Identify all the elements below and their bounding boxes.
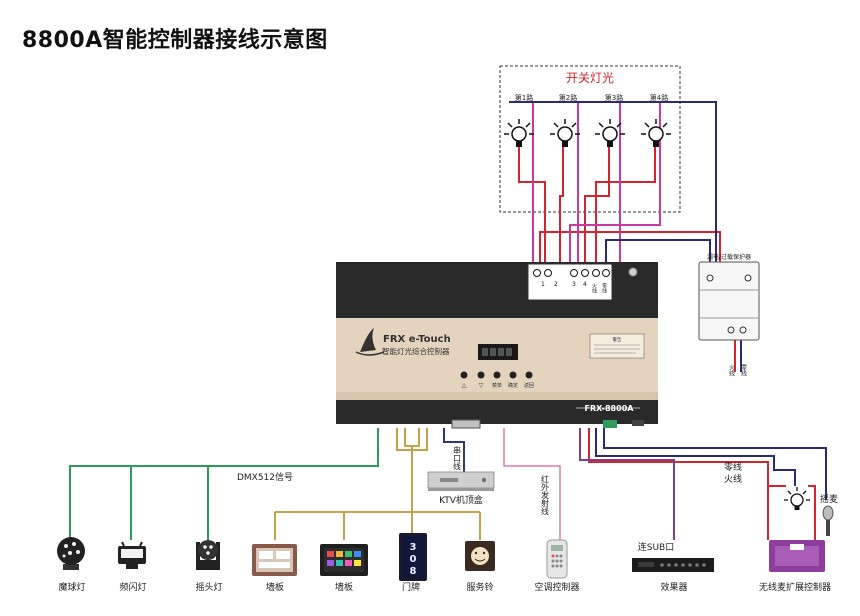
mic-fire-wires [588,428,816,540]
door-plate-digit: 3 [410,542,417,553]
panel-buttons [460,371,533,379]
lamp-icon [595,119,625,147]
wall-panel-icon [252,544,297,576]
warning-title: 警告 [613,336,622,343]
moving-head-light-icon [196,540,220,570]
terminal-screws [533,269,610,277]
ground-screw [628,267,638,277]
magic-ball-light-icon [57,537,85,570]
ac-remote-icon [546,539,568,579]
door-plate-digit: 8 [410,566,417,577]
page-title: 8800A智能控制器接线示意图 [22,28,328,53]
door-plate-digit: 0 [410,554,417,565]
neutral-wires [509,101,827,500]
terminal-label: 4 [583,281,587,288]
fire-line-label: 火线 [724,473,742,485]
device-label: 无线麦扩展控制器 [759,581,831,593]
device-label: 服务铃 [466,581,493,593]
switch-box-border [499,65,681,213]
device-label: 门牌 [402,581,420,593]
brand-logo-icon [360,328,376,352]
ktv-box-label: KTV机顶盒 [439,494,483,506]
brand-name: FRX e-Touch [383,334,451,345]
switch-box-title: 开关灯光 [566,71,614,85]
lamp-icon [641,119,671,147]
down-arrow-icon: ▽ [479,382,484,389]
channel-label: 第4路 [650,93,668,102]
terminal-label: 1 [541,281,545,288]
device-label: 空调控制器 [534,581,579,593]
down-button[interactable] [477,371,485,379]
microphone-icon [822,505,834,536]
led-digits [482,348,512,356]
leakage-breaker [698,261,760,341]
up-button[interactable] [460,371,468,379]
menu-button[interactable] [493,371,501,379]
terminal-label: 2 [554,281,558,288]
warning-label [589,333,645,359]
switch-lamps [504,119,671,147]
ktv-box [427,471,495,491]
controller-unit: 1 2 3 4 火线 零线 FRX e-Touch 智能灯光综合控制器 [336,262,658,429]
confirm-button[interactable] [509,371,517,379]
sub-label: 连SUB口 [638,541,674,553]
wall-panel-icon [320,544,368,576]
channel-label: 第2路 [559,93,577,102]
dmx-wires [69,428,379,540]
infrared-label: 红外发射线 [541,474,550,515]
sub-wire [579,428,675,540]
up-arrow-icon: △ [462,382,467,389]
terminal-label: 火线 [591,283,597,293]
channel-label: 第3路 [605,93,623,102]
model-name: FRX-8800A [585,404,635,413]
serial-label: 串口线 [453,446,462,470]
terminal-label: 零线 [601,283,607,293]
lamp-channel-wires [532,102,661,262]
lamp-icon [504,119,534,147]
device-label: 摇头灯 [195,581,222,593]
breaker-label: 漏电/过载保护器 [707,253,751,261]
bus-wires [274,428,481,540]
bulb-icon [784,487,810,510]
strobe-light-icon [118,541,146,569]
device-label: 墙板 [266,581,284,593]
device-label: 魔球灯 [58,581,85,593]
button-label: 确定 [508,382,518,389]
service-bell-icon [465,541,495,571]
lamp-icon [550,119,580,147]
terminal-label: 3 [572,281,576,288]
button-label: 返回 [524,382,534,389]
zero-line-label: 零线 [724,461,742,473]
device-label: 墙板 [335,581,353,593]
back-button[interactable] [525,371,533,379]
device-label: 频闪灯 [119,581,146,593]
mic-label: 摇麦 [820,493,838,505]
infrared-wire [503,428,561,540]
effects-processor-icon [632,558,714,572]
power-connector [603,420,617,428]
serial-port [451,419,481,429]
brand-subtitle: 智能灯光综合控制器 [382,346,450,356]
wireless-mic-controller-icon [769,540,825,572]
breaker-zero-label: 零线 [740,364,747,376]
dmx-label: DMX512信号 [237,471,293,483]
button-label: 菜单 [492,382,502,389]
door-plate-icon [399,533,427,581]
channel-label: 第1路 [515,93,533,102]
serial-wire [443,428,465,472]
device-label: 效果器 [660,581,687,593]
breaker-fire-label: 火线 [728,364,735,376]
